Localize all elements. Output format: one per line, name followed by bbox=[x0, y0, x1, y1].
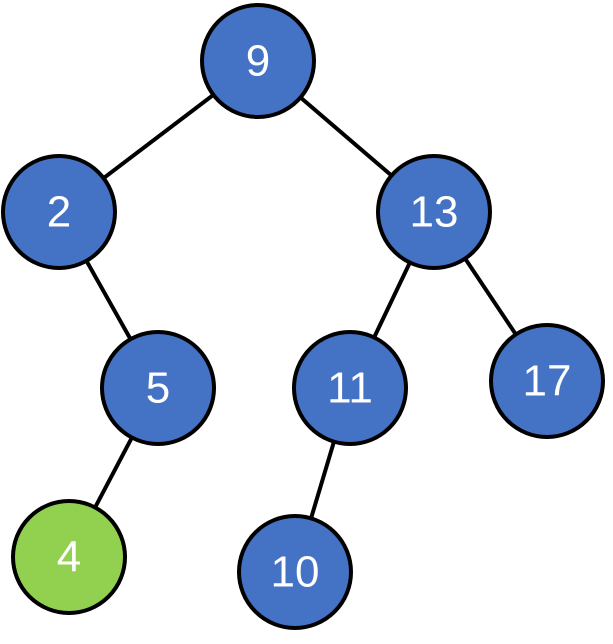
tree-edges bbox=[57, 59, 549, 573]
tree-node-n17: 17 bbox=[489, 323, 605, 439]
node-label: 9 bbox=[246, 37, 270, 86]
node-circle bbox=[237, 514, 353, 630]
node-label: 5 bbox=[146, 364, 170, 413]
node-circle bbox=[376, 154, 492, 270]
node-label: 2 bbox=[47, 188, 71, 237]
tree-node-n10: 10 bbox=[237, 514, 353, 630]
tree-node-n2: 2 bbox=[1, 154, 117, 270]
node-label: 4 bbox=[57, 533, 81, 582]
node-label: 10 bbox=[271, 548, 320, 597]
tree-node-n5: 5 bbox=[100, 330, 216, 446]
node-label: 17 bbox=[523, 357, 572, 406]
tree-node-n9: 9 bbox=[200, 3, 316, 119]
highlighted-node-circle bbox=[11, 499, 127, 615]
tree-node-n13: 13 bbox=[376, 154, 492, 270]
node-label: 13 bbox=[410, 188, 459, 237]
tree-node-n11: 11 bbox=[292, 330, 408, 446]
node-label: 11 bbox=[327, 364, 373, 413]
tree-nodes: 9 2 13 5 11 17 4 10 bbox=[1, 3, 605, 630]
node-circle bbox=[489, 323, 605, 439]
node-circle bbox=[292, 330, 408, 446]
node-circle bbox=[200, 3, 316, 119]
tree-node-n4: 4 bbox=[11, 499, 127, 615]
node-circle bbox=[1, 154, 117, 270]
node-circle bbox=[100, 330, 216, 446]
